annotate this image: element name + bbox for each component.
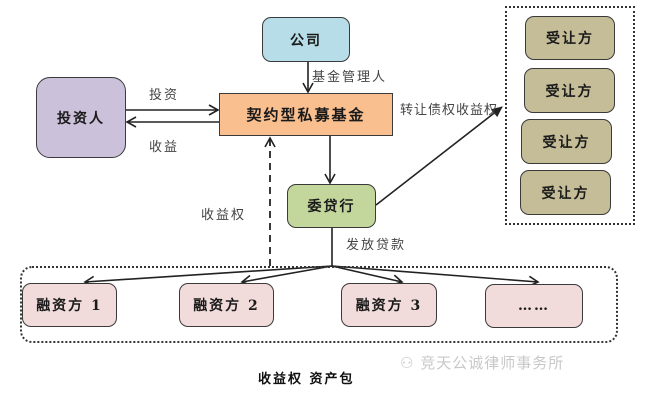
node-financier: 融资方 1 bbox=[22, 283, 117, 327]
watermark-text: 竞天公诚律师事务所 bbox=[420, 354, 565, 372]
transferees-group bbox=[505, 6, 635, 225]
node-transferee-label: 受让方 bbox=[541, 185, 590, 202]
node-company: 公司 bbox=[262, 17, 350, 62]
financiers-group bbox=[20, 266, 618, 343]
diagram-caption: 收益权 资产包 bbox=[258, 372, 355, 387]
node-transferee: 受让方 bbox=[521, 119, 612, 164]
node-financier-label: 融资方 3 bbox=[355, 298, 423, 314]
edge-to-financier-2 bbox=[240, 265, 333, 287]
label-fund-manager: 基金管理人 bbox=[312, 70, 388, 85]
node-financier-label: 融资方 2 bbox=[193, 298, 260, 314]
node-entrusted-bank-label: 委贷行 bbox=[307, 199, 356, 215]
watermark: ⚇ 竞天公诚律师事务所 bbox=[400, 352, 564, 373]
wechat-icon: ⚇ bbox=[400, 354, 415, 372]
node-financier-label: …… bbox=[518, 298, 550, 314]
node-financier: …… bbox=[485, 284, 583, 328]
node-company-label: 公司 bbox=[290, 32, 322, 49]
edge-to-financier-1 bbox=[83, 265, 333, 288]
edge-to-financier-3 bbox=[331, 265, 404, 286]
node-transferee-label: 受让方 bbox=[545, 83, 594, 100]
edge-bank-to-transferees bbox=[375, 106, 503, 206]
label-transfer-income-right: 转让债权收益权 bbox=[400, 103, 499, 118]
label-issue-loans: 发放贷款 bbox=[346, 238, 407, 253]
node-transferee: 受让方 bbox=[524, 68, 615, 113]
node-fund: 契约型私募基金 bbox=[219, 93, 393, 136]
node-transferee: 受让方 bbox=[525, 16, 615, 60]
node-investor: 投资人 bbox=[36, 77, 126, 158]
label-investment: 投资 bbox=[149, 88, 180, 103]
label-returns: 收益 bbox=[149, 140, 180, 155]
node-financier: 融资方 3 bbox=[341, 283, 437, 327]
edge-to-financier-more bbox=[331, 265, 540, 288]
node-transferee: 受让方 bbox=[520, 170, 611, 215]
node-entrusted-bank: 委贷行 bbox=[287, 184, 376, 228]
node-financier: 融资方 2 bbox=[179, 283, 274, 327]
node-transferee-label: 受让方 bbox=[546, 31, 594, 47]
node-investor-label: 投资人 bbox=[57, 110, 105, 127]
node-fund-label: 契约型私募基金 bbox=[246, 106, 366, 124]
node-transferee-label: 受让方 bbox=[542, 134, 591, 151]
label-income-right: 收益权 bbox=[201, 208, 247, 223]
node-financier-label: 融资方 1 bbox=[36, 298, 103, 314]
